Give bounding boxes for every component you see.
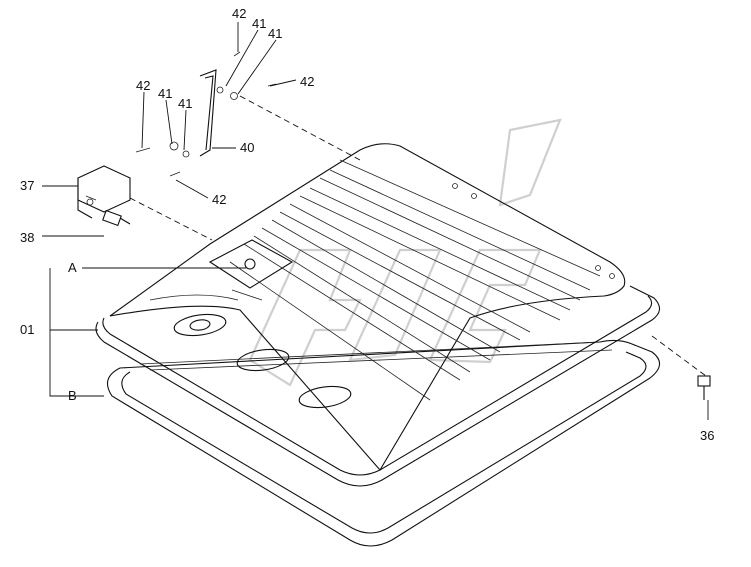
callout-42-right: 42 (300, 74, 314, 89)
callout-41-left-a: 41 (158, 86, 172, 101)
bolt-part-38 (102, 209, 131, 227)
watermark-logo (248, 118, 562, 387)
callout-41-top-left: 41 (252, 16, 266, 31)
callout-41-left-b: 41 (178, 96, 192, 111)
callout-b: B (68, 388, 77, 403)
leader-lines (42, 22, 709, 420)
callout-41-top-right: 41 (268, 26, 282, 41)
callout-42-bottom: 42 (212, 192, 226, 207)
callout-40: 40 (240, 140, 254, 155)
callout-37: 37 (20, 178, 34, 193)
seat-cover-assembly (95, 143, 661, 487)
assembly-lines (129, 95, 707, 377)
callout-36: 36 (700, 428, 714, 443)
callout-01: 01 (20, 322, 34, 337)
seal-part-b (106, 339, 661, 547)
callout-38: 38 (20, 230, 34, 245)
callout-a: A (68, 260, 77, 275)
bolt-part-36 (697, 375, 711, 400)
bracket-part-37 (77, 165, 131, 219)
callout-42-top: 42 (232, 6, 246, 21)
callout-42-left: 42 (136, 78, 150, 93)
rod-part-40 (135, 51, 277, 177)
